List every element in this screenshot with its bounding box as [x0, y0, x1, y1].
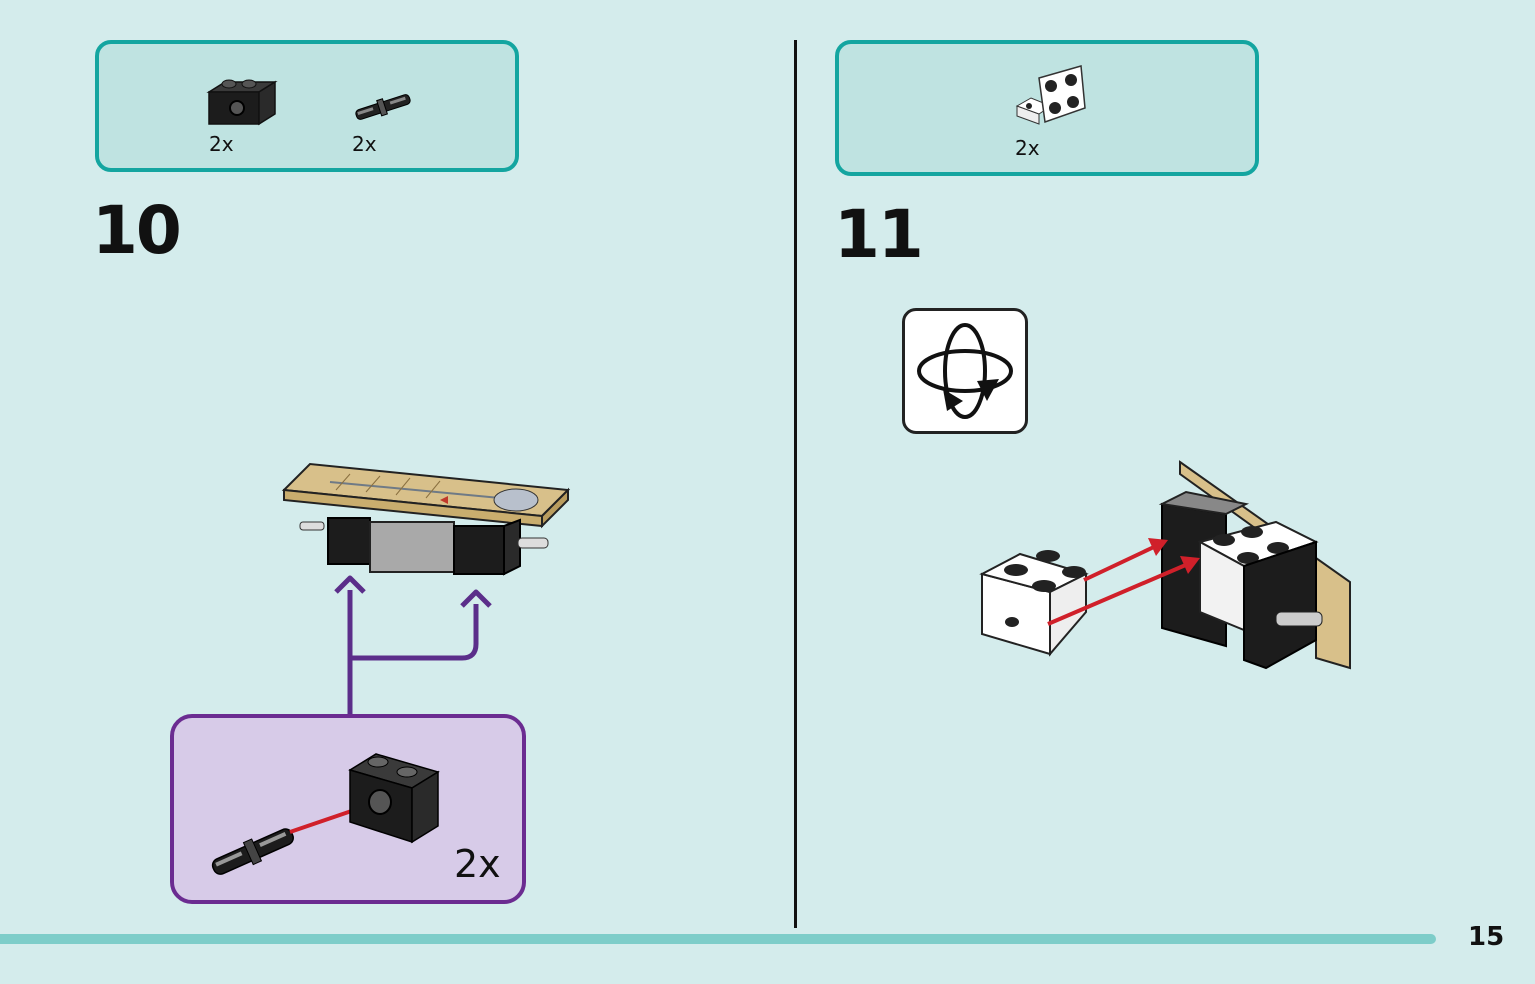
part-qty-pin: 2x [352, 132, 377, 156]
technic-pin-icon [355, 94, 411, 120]
bracket-icon [1015, 65, 1086, 125]
step-number-10: 10 [92, 192, 182, 269]
part-qty-bracket: 2x [1015, 136, 1040, 160]
technic-brick-icon [206, 79, 278, 126]
step11-parts-box: 2x [835, 40, 1259, 176]
step10-callout-arrows [334, 575, 492, 716]
step11-model-illustration [979, 460, 1351, 670]
step-divider [794, 40, 797, 928]
subassembly-qty: 2x [454, 842, 501, 886]
step10-model-illustration [281, 462, 571, 576]
rotate-arrows-icon [917, 323, 1013, 419]
subassembly-illustration [211, 753, 440, 875]
page-number: 15 [1468, 922, 1505, 952]
step10-subassembly-box: 2x [170, 714, 526, 904]
step10-parts-box: 2x 2x [95, 40, 519, 172]
part-qty-brick: 2x [209, 132, 234, 156]
step-number-11: 11 [834, 196, 924, 273]
rotate-model-icon [902, 308, 1028, 434]
bottom-bar [0, 934, 1436, 944]
